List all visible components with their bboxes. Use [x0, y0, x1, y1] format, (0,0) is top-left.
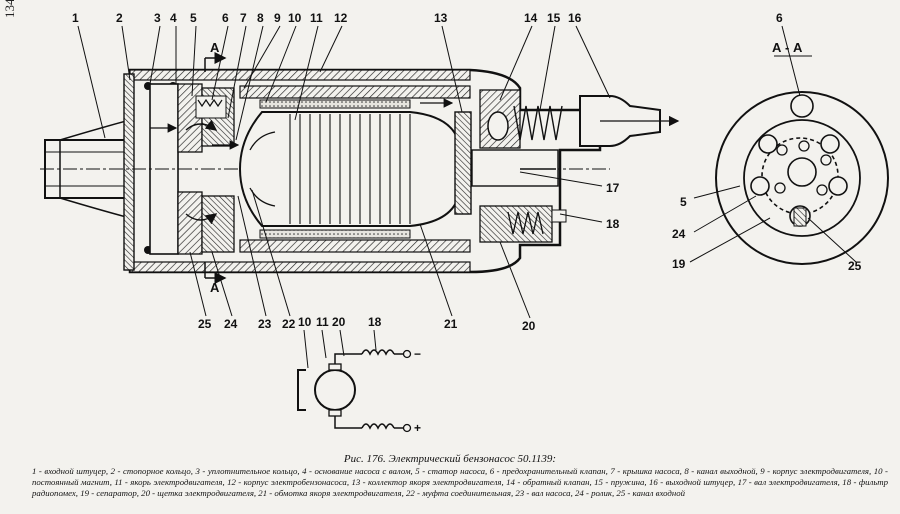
callout-a-6: 6	[776, 11, 783, 25]
callout-7: 7	[240, 11, 247, 25]
callout-12: 12	[334, 11, 348, 25]
figure-caption-text: 1 - входной штуцер, 2 - стопорное кольцо…	[32, 466, 888, 498]
callout-14: 14	[524, 11, 538, 25]
callout-21: 21	[444, 317, 458, 331]
outlet-assembly	[487, 95, 680, 170]
circuit-callout-20: 20	[332, 315, 346, 329]
circuit-callout-18: 18	[368, 315, 382, 329]
fuel-pump-diagram: А А 1 2 3 4	[40, 11, 889, 435]
callout-a-5: 5	[680, 195, 687, 209]
callout-23: 23	[258, 317, 272, 331]
callout-8: 8	[257, 11, 264, 25]
leader-lines	[77, 25, 611, 319]
callout-3: 3	[154, 11, 161, 25]
callout-a-19: 19	[672, 257, 686, 271]
callout-5: 5	[190, 11, 197, 25]
callout-a-25: 25	[848, 259, 862, 273]
minus-sign: −	[414, 347, 421, 361]
callout-16: 16	[568, 11, 582, 25]
section-marker-top: А	[204, 40, 227, 72]
wiring-schematic: 10 11 20 18 − +	[297, 315, 421, 435]
callout-24: 24	[224, 317, 238, 331]
callout-17: 17	[606, 181, 620, 195]
armature	[238, 98, 459, 227]
circuit-callout-10: 10	[298, 315, 312, 329]
pump-section-view	[40, 68, 680, 274]
circuit-callout-11: 11	[316, 315, 329, 329]
plus-sign: +	[414, 421, 421, 435]
callout-a-24: 24	[672, 227, 686, 241]
callouts-top: 1 2 3 4 5 6 7 8 9 10 11 12 13 14 15 16	[72, 11, 582, 25]
callouts-right: 17 18	[606, 181, 620, 231]
callout-1: 1	[72, 11, 79, 25]
callout-20: 20	[522, 319, 536, 333]
callout-10: 10	[288, 11, 302, 25]
motor-body	[239, 85, 471, 253]
callout-6: 6	[222, 11, 229, 25]
commutator	[454, 89, 567, 243]
callout-15: 15	[547, 11, 561, 25]
section-a-a-view: А - А 6 5 24 1	[672, 11, 889, 273]
callout-18: 18	[606, 217, 620, 231]
section-letter-bottom: А	[210, 280, 220, 295]
callout-11: 11	[310, 11, 323, 25]
figure-caption-title: Рис. 176. Электрический бензонасос 50.11…	[343, 453, 557, 465]
callouts-bottom: 25 24 23 22 21 20	[198, 317, 536, 333]
callout-4: 4	[170, 11, 177, 25]
callout-22: 22	[282, 317, 296, 331]
section-marker-bottom: А	[204, 262, 227, 295]
callout-2: 2	[116, 11, 123, 25]
callout-13: 13	[434, 11, 448, 25]
callout-25: 25	[198, 317, 212, 331]
callout-9: 9	[274, 11, 281, 25]
section-letter-top: А	[210, 40, 220, 55]
